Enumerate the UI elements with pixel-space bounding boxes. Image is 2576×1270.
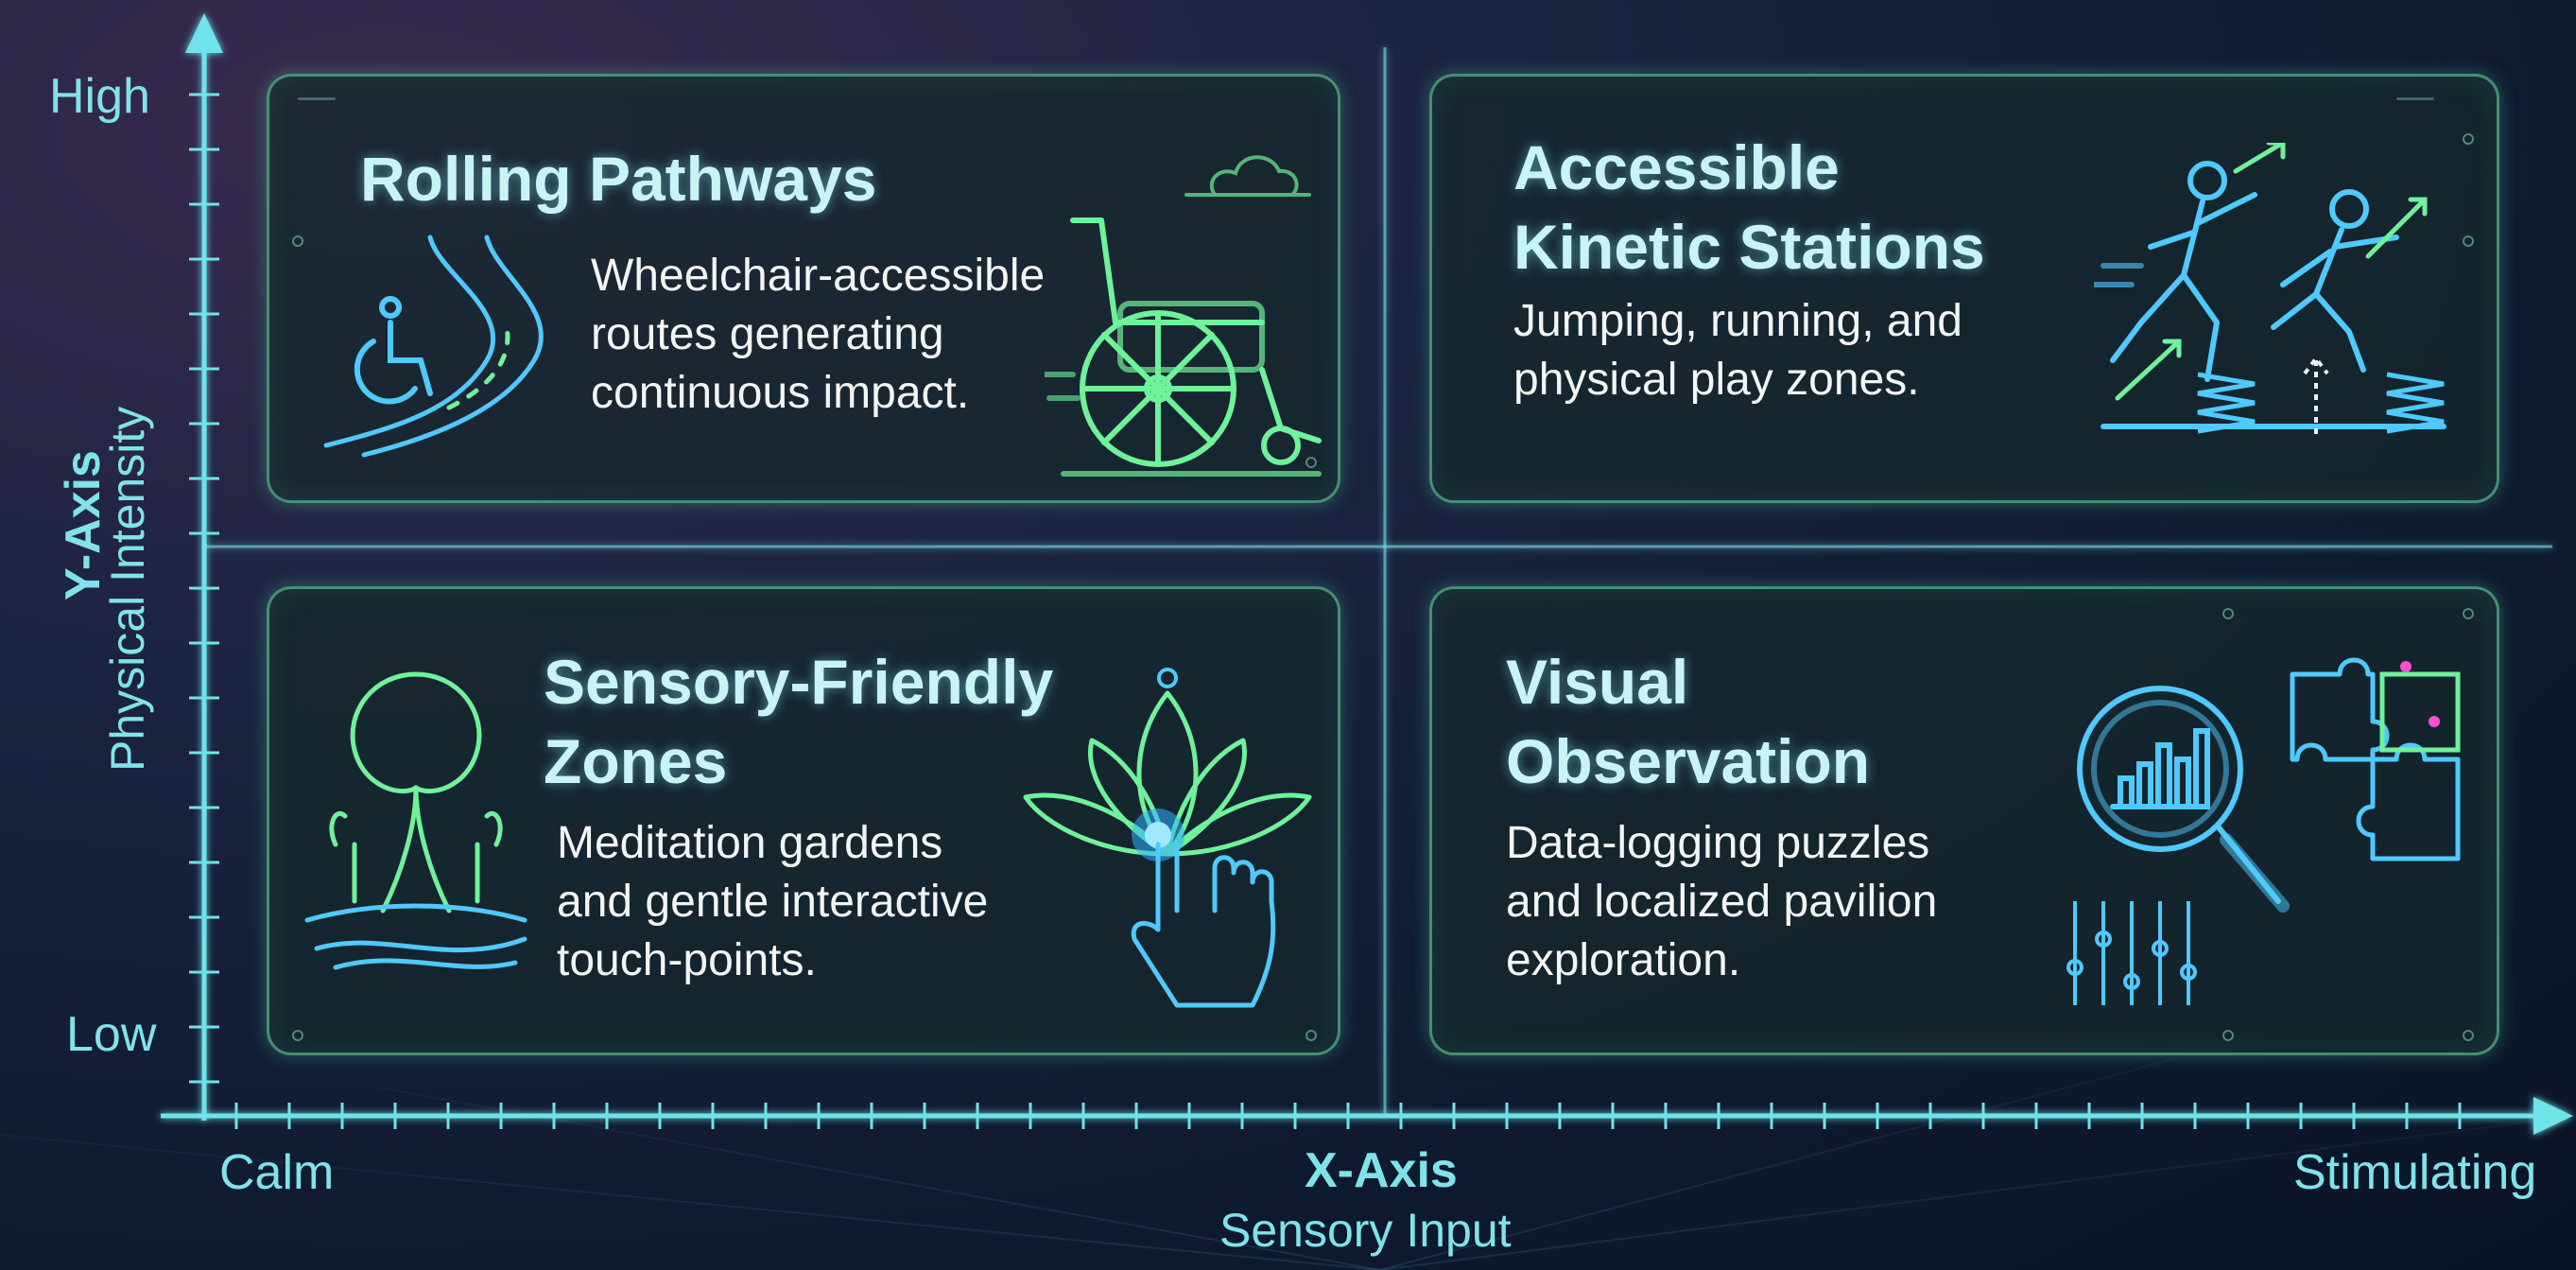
quadrant-title: Rolling Pathways [360, 144, 877, 214]
quadrant-accessible-kinetic-stations: Accessible Kinetic Stations Jumping, run… [1429, 74, 2499, 503]
y-axis-subtitle: Physical Intensity [101, 406, 154, 772]
x-axis-arrow [2533, 1097, 2573, 1135]
quadrant-title-line: Visual [1506, 647, 1689, 717]
quadrant-visual-observation: Visual Observation Data-logging puzzles … [1429, 586, 2499, 1055]
puzzle-icon [2290, 657, 2461, 861]
touch-hand-icon [1131, 809, 1276, 1008]
quadrant-title-line: Kinetic Stations [1513, 212, 1985, 282]
quadrant-desc-line: physical play zones. [1513, 355, 1920, 405]
magnifier-chart-icon [2077, 686, 2290, 913]
wheelchair-icon [1045, 217, 1322, 477]
arrow-up-icon [2303, 355, 2329, 434]
quadrant-desc-line: touch-points. [557, 935, 817, 985]
quadrant-rolling-pathways: Rolling Pathways Wheelchair-accessible r… [267, 74, 1340, 503]
y-axis-high-label: High [49, 69, 150, 124]
quadrant-title-line: Observation [1506, 726, 1871, 796]
quadrant-sensory-friendly-zones: Sensory-Friendly Zones Meditation garden… [267, 586, 1340, 1055]
quadrant-desc-line: continuous impact. [591, 368, 970, 418]
quadrant-desc-line: Meditation gardens [557, 818, 943, 868]
x-axis-title: X-Axis [1305, 1143, 1458, 1198]
quadrant-desc-line: routes generating [591, 309, 944, 359]
x-axis-stimulating-label: Stimulating [2293, 1145, 2537, 1200]
quadrant-desc-line: and localized pavilion [1506, 877, 1938, 927]
slider-icon [2066, 901, 2197, 1005]
y-axis-low-label: Low [66, 1007, 157, 1062]
x-axis-subtitle: Sensory Input [1219, 1204, 1512, 1257]
quadrant-title-line: Accessible [1513, 132, 1840, 202]
garden-tree-icon [304, 671, 527, 970]
spring-icon [2197, 372, 2445, 434]
winding-path-icon [323, 235, 544, 458]
quadrant-desc-line: Jumping, running, and [1513, 296, 1962, 346]
running-figures-icon [2094, 143, 2446, 429]
quadrant-title-line: Sensory-Friendly [544, 647, 1054, 717]
quadrant-desc-line: Wheelchair-accessible [591, 251, 1046, 301]
cloud-icon [1184, 155, 1311, 197]
y-axis-arrow [185, 13, 223, 53]
quadrant-desc-line: and gentle interactive [557, 877, 989, 927]
quadrant-desc-line: exploration. [1506, 935, 1741, 985]
quadrant-desc-line: Data-logging puzzles [1506, 818, 1930, 868]
wheelchair-user-icon [354, 296, 433, 405]
x-axis-calm-label: Calm [219, 1145, 335, 1200]
quadrant-title-line: Zones [544, 726, 728, 796]
